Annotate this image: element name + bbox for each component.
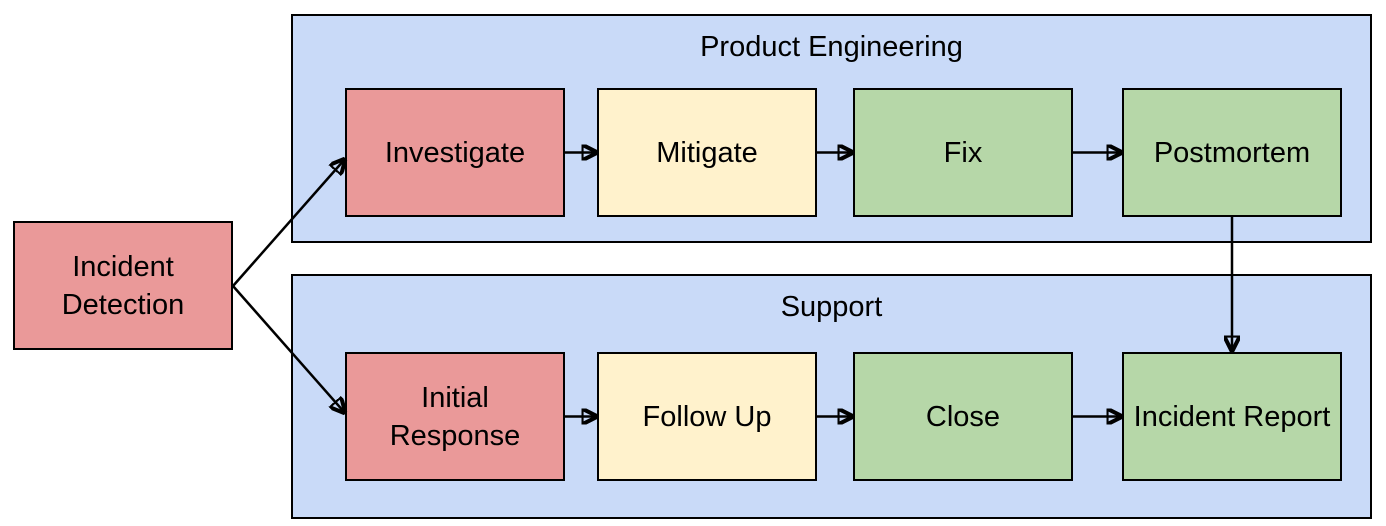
node-mitigate: Mitigate xyxy=(597,88,817,217)
node-fix: Fix xyxy=(853,88,1073,217)
node-label: Fix xyxy=(943,136,983,169)
node-label: Follow Up xyxy=(642,400,772,433)
node-close: Close xyxy=(853,352,1073,481)
node-investigate: Investigate xyxy=(345,88,565,217)
node-incident-report: Incident Report xyxy=(1122,352,1342,481)
node-follow-up: Follow Up xyxy=(597,352,817,481)
node-incident-detection: Incident Detection xyxy=(13,221,233,350)
node-label: Close xyxy=(925,400,1001,433)
node-label: Incident Report xyxy=(1133,400,1331,433)
node-label: Investigate xyxy=(384,136,526,169)
node-label: Incident Detection xyxy=(61,250,185,321)
node-postmortem: Postmortem xyxy=(1122,88,1342,217)
group-title-support: Support xyxy=(780,291,883,323)
node-label: Postmortem xyxy=(1153,136,1311,169)
group-title-product-engineering: Product Engineering xyxy=(700,31,963,63)
node-initial-response: Initial Response xyxy=(345,352,565,481)
node-label: Mitigate xyxy=(656,136,758,169)
node-label: Initial Response xyxy=(389,381,521,452)
